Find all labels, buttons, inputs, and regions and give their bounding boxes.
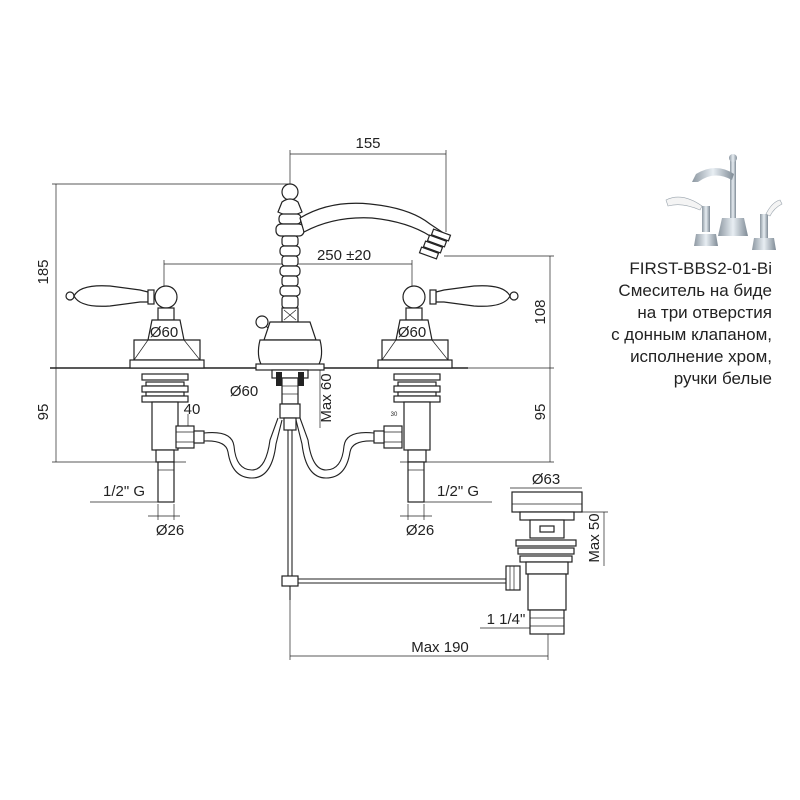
right-base-diam-label: Ø60 [398,324,426,341]
center-base-diam-label: Ø60 [230,383,258,400]
left-base-diam-label: Ø60 [150,324,178,341]
drain-assembly: Ø63 Max 50 1 1/4" [480,471,608,635]
dim-rod-length: Max 190 [289,600,549,660]
max-depth-label: Max 60 [318,373,335,422]
dim-top-width: 155 [289,135,447,232]
dim-right-depth-label: 95 [532,404,549,421]
spout-body [255,183,452,371]
right-valve-body [393,373,441,503]
right-thread-label: 1/2" G [437,483,479,500]
drain-height-label: Max 50 [586,513,603,562]
right-handle: Ø60 [377,285,519,369]
left-pipe-diam-label: Ø26 [156,522,184,539]
product-desc-line-5: ручки белые [673,369,772,388]
left-valve-body [141,373,189,503]
right-pipe-diam-label: Ø26 [406,522,434,539]
product-thumbnail [665,154,783,250]
left-thread-label: 1/2" G [103,483,145,500]
dim-total-height-label: 185 [35,259,52,284]
dim-right-height-label: 108 [532,299,549,324]
product-caption: FIRST-BBS2-01-Bi Смеситель на биде на тр… [512,258,772,390]
product-desc-line-1: Смеситель на биде [618,281,772,300]
dim-right-height: 108 [444,255,554,369]
dim-rod-length-label: Max 190 [411,639,469,656]
dim-top-width-label: 155 [355,135,380,152]
dim-left-depth-label: 95 [35,404,52,421]
thread-labels: 1/2" G 1/2" G [90,483,492,503]
small-mark-label: 30 [391,412,398,418]
pipe-diameters: Ø26 Ø26 [148,504,434,539]
product-desc-line-4: исполнение хром, [630,347,772,366]
drain-thread-label: 1 1/4" [487,611,526,628]
dim-spread-label: 250 ±20 [317,247,371,264]
product-model: FIRST-BBS2-01-Bi [629,259,772,278]
lift-rod [281,430,508,600]
center-shank: Ø60 Max 60 [230,369,335,431]
product-desc-line-3: с донным клапаном, [611,325,772,344]
left-handle: Ø60 [65,285,205,369]
dim-total-height: 185 [35,183,288,368]
flexible-hoses: 40 30 [175,401,403,479]
product-desc-line-2: на три отверстия [637,303,772,322]
drain-diam-label: Ø63 [532,471,560,488]
pipe-offset-label: 40 [184,401,201,418]
